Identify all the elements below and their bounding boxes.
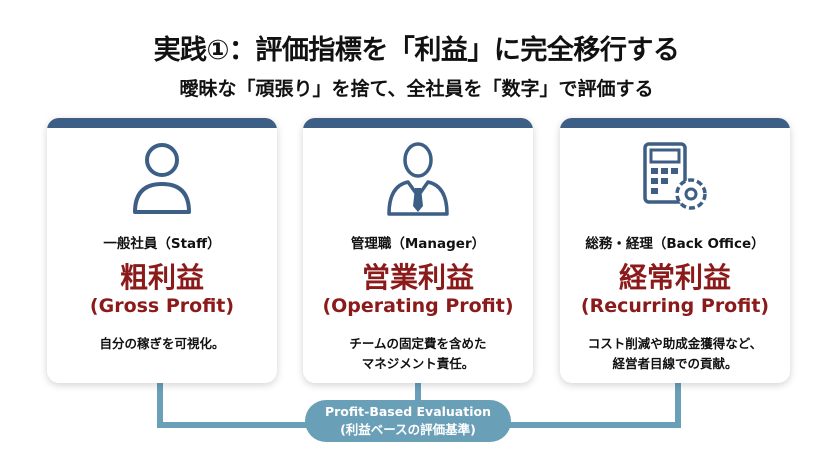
metric-english: (Gross Profit) — [89, 295, 235, 317]
description: 自分の稼ぎを可視化。 — [99, 336, 225, 351]
card-staff: 一般社員（Staff） 粗利益 (Gross Profit) 自分の稼ぎを可視化… — [47, 118, 277, 383]
role-label: 管理職（Manager） — [350, 236, 486, 252]
manager-icon — [303, 138, 533, 218]
card-header-bar — [560, 118, 790, 128]
card-header-bar — [303, 118, 533, 128]
card-manager: 管理職（Manager） 営業利益 (Operating Profit) チーム… — [303, 118, 533, 383]
description: チームの固定費を含めたマネジメント責任。 — [349, 336, 487, 371]
metric-label: 粗利益 — [119, 261, 204, 294]
page-title: 実践①：評価指標を「利益」に完全移行する — [153, 35, 680, 66]
connector-left — [157, 383, 163, 428]
page-subtitle: 曖昧な「頑張り」を捨て、全社員を「数字」で評価する — [179, 78, 654, 100]
card-back-office: 総務・経理（Back Office） 経常利益 (Recurring Profi… — [560, 118, 790, 383]
connector-center — [415, 383, 421, 403]
person-icon — [47, 138, 277, 218]
role-label: 総務・経理（Back Office） — [585, 236, 765, 252]
metric-english: (Operating Profit) — [322, 295, 514, 317]
metric-label: 営業利益 — [361, 261, 474, 294]
profit-based-evaluation-badge: Profit-Based Evaluation (利益ベースの評価基準) — [305, 400, 511, 442]
card-header-bar — [47, 118, 277, 128]
metric-english: (Recurring Profit) — [580, 295, 770, 317]
connector-right — [675, 383, 681, 428]
description: コスト削減や助成金獲得など、経営者目線での貢献。 — [587, 336, 763, 371]
calculator-gear-icon — [560, 138, 790, 218]
metric-label: 経常利益 — [618, 261, 731, 294]
role-label: 一般社員（Staff） — [103, 236, 221, 252]
